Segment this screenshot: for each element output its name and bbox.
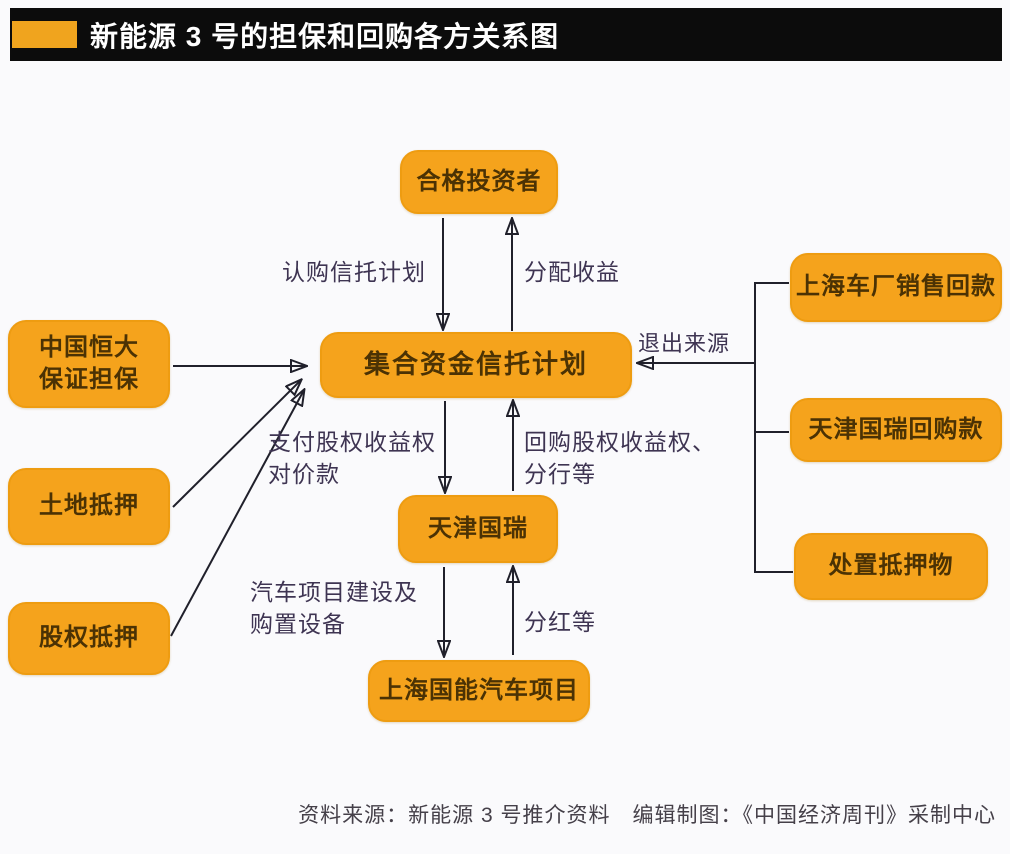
edge-label-subscribe: 认购信托计划 [282,259,426,285]
edge-label-pay-consideration: 支付股权收益权 对价款 [268,429,436,487]
node-label: 合格投资者 [416,167,542,195]
node-trust-plan: 集合资金信托计划 [320,332,632,398]
edge-label-distribute: 分配收益 [524,259,620,285]
node-label: 中国恒大 保证担保 [39,333,139,393]
edge-label-exit-source: 退出来源 [638,331,731,356]
edge-label-dividends: 分红等 [524,609,596,635]
title-bar: 新能源 3 号的担保和回购各方关系图 [10,8,1002,61]
node-label: 上海国能汽车项目 [379,676,579,704]
node-label: 处置抵押物 [828,552,954,580]
node-land-mortgage: 土地抵押 [8,468,170,545]
node-equity-pledge: 股权抵押 [8,602,170,675]
node-shanghai-guoneng: 上海国能汽车项目 [368,660,590,722]
node-label: 上海车厂销售回款 [796,273,996,301]
node-label: 集合资金信托计划 [363,349,588,380]
edge-land-arrow [172,380,301,508]
node-collateral-disposal: 处置抵押物 [794,533,988,600]
node-guorui-repurchase: 天津国瑞回购款 [790,398,1002,462]
title-accent-rect [12,21,77,48]
node-label: 股权抵押 [39,624,139,652]
right-bracket-line [754,282,793,573]
node-label: 天津国瑞 [428,514,528,542]
page-title: 新能源 3 号的担保和回购各方关系图 [90,20,560,52]
node-evergrande-guarantee: 中国恒大 保证担保 [8,320,170,408]
node-qualified-investors: 合格投资者 [400,150,558,214]
node-label: 土地抵押 [39,492,139,520]
edge-label-repurchase: 回购股权收益权、 分行等 [524,429,716,487]
node-label: 天津国瑞回购款 [808,415,984,443]
node-tianjin-guorui: 天津国瑞 [398,495,558,563]
edge-label-construction: 汽车项目建设及 购置设备 [250,579,418,637]
node-shanghai-plant-sales: 上海车厂销售回款 [790,253,1002,322]
edge-equity-arrow [170,390,304,637]
source-credit: 资料来源：新能源 3 号推介资料 编辑制图：《中国经济周刊》采制中心 [298,804,996,827]
